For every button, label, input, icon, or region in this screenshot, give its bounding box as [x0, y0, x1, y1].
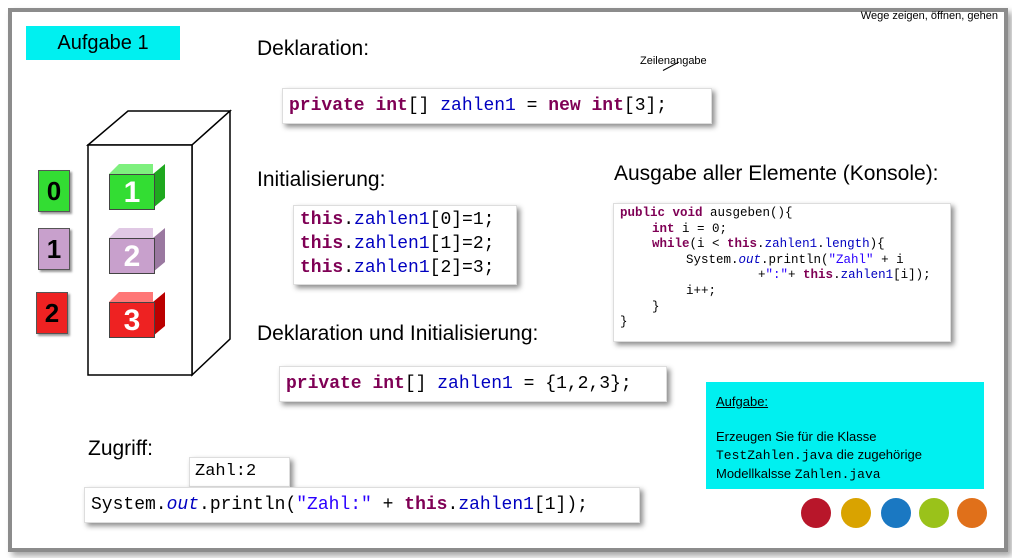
task-file-model: Zahlen.java [794, 467, 881, 482]
code-method-ausgeben: public void ausgeben(){int i = 0;while(i… [613, 203, 951, 342]
dot-green [919, 498, 949, 528]
dot-orange [957, 498, 987, 528]
title-box: Aufgabe 1 [26, 26, 180, 60]
dot-red [801, 498, 831, 528]
annotation-zeilenangabe: Zeilenangabe [640, 55, 707, 67]
code-initialization: this.zahlen1[0]=1; this.zahlen1[1]=2; this… [293, 205, 517, 285]
task-text: Erzeugen Sie für die Klasse TestZahlen.j… [716, 429, 922, 482]
heading-ausgabe: Ausgabe aller Elemente (Konsole): [614, 162, 939, 185]
task-heading: Aufgabe: [716, 394, 769, 409]
code-declaration: private int[] zahlen1 = new int[3]; [282, 88, 712, 124]
heading-deklaration-initialisierung: Deklaration und Initialisierung: [257, 322, 539, 345]
index-label-1: 1 [38, 228, 70, 270]
color-dots [801, 498, 991, 530]
dot-yellow [841, 498, 871, 528]
index-label-2: 2 [36, 292, 68, 334]
dot-blue [881, 498, 911, 528]
index-label-0: 0 [38, 170, 70, 212]
task-file-test: TestZahlen.java [716, 448, 834, 463]
cube-3-label: 3 [109, 302, 155, 338]
cube-3: 3 [109, 292, 167, 338]
cube-1-label: 1 [109, 174, 155, 210]
heading-deklaration: Deklaration: [257, 37, 370, 60]
cube-1: 1 [109, 164, 167, 210]
init-line: this.zahlen1[2]=3; [300, 258, 495, 278]
cube-2-label: 2 [109, 238, 155, 274]
code-access: System.out.println("Zahl:" + this.zahlen… [84, 487, 640, 523]
top-right-note: Wege zeigen, öffnen, gehen [860, 10, 998, 22]
init-line: this.zahlen1[0]=1; [300, 210, 495, 230]
init-line: this.zahlen1[1]=2; [300, 234, 495, 254]
code-declaration-initialization: private int[] zahlen1 = {1,2,3}; [279, 366, 667, 402]
task-box: Aufgabe: Erzeugen Sie für die Klasse Tes… [706, 382, 984, 489]
heading-zugriff: Zugriff: [88, 437, 153, 460]
heading-initialisierung: Initialisierung: [257, 168, 386, 191]
console-output: Zahl:2 [189, 457, 290, 487]
cube-2: 2 [109, 228, 167, 274]
